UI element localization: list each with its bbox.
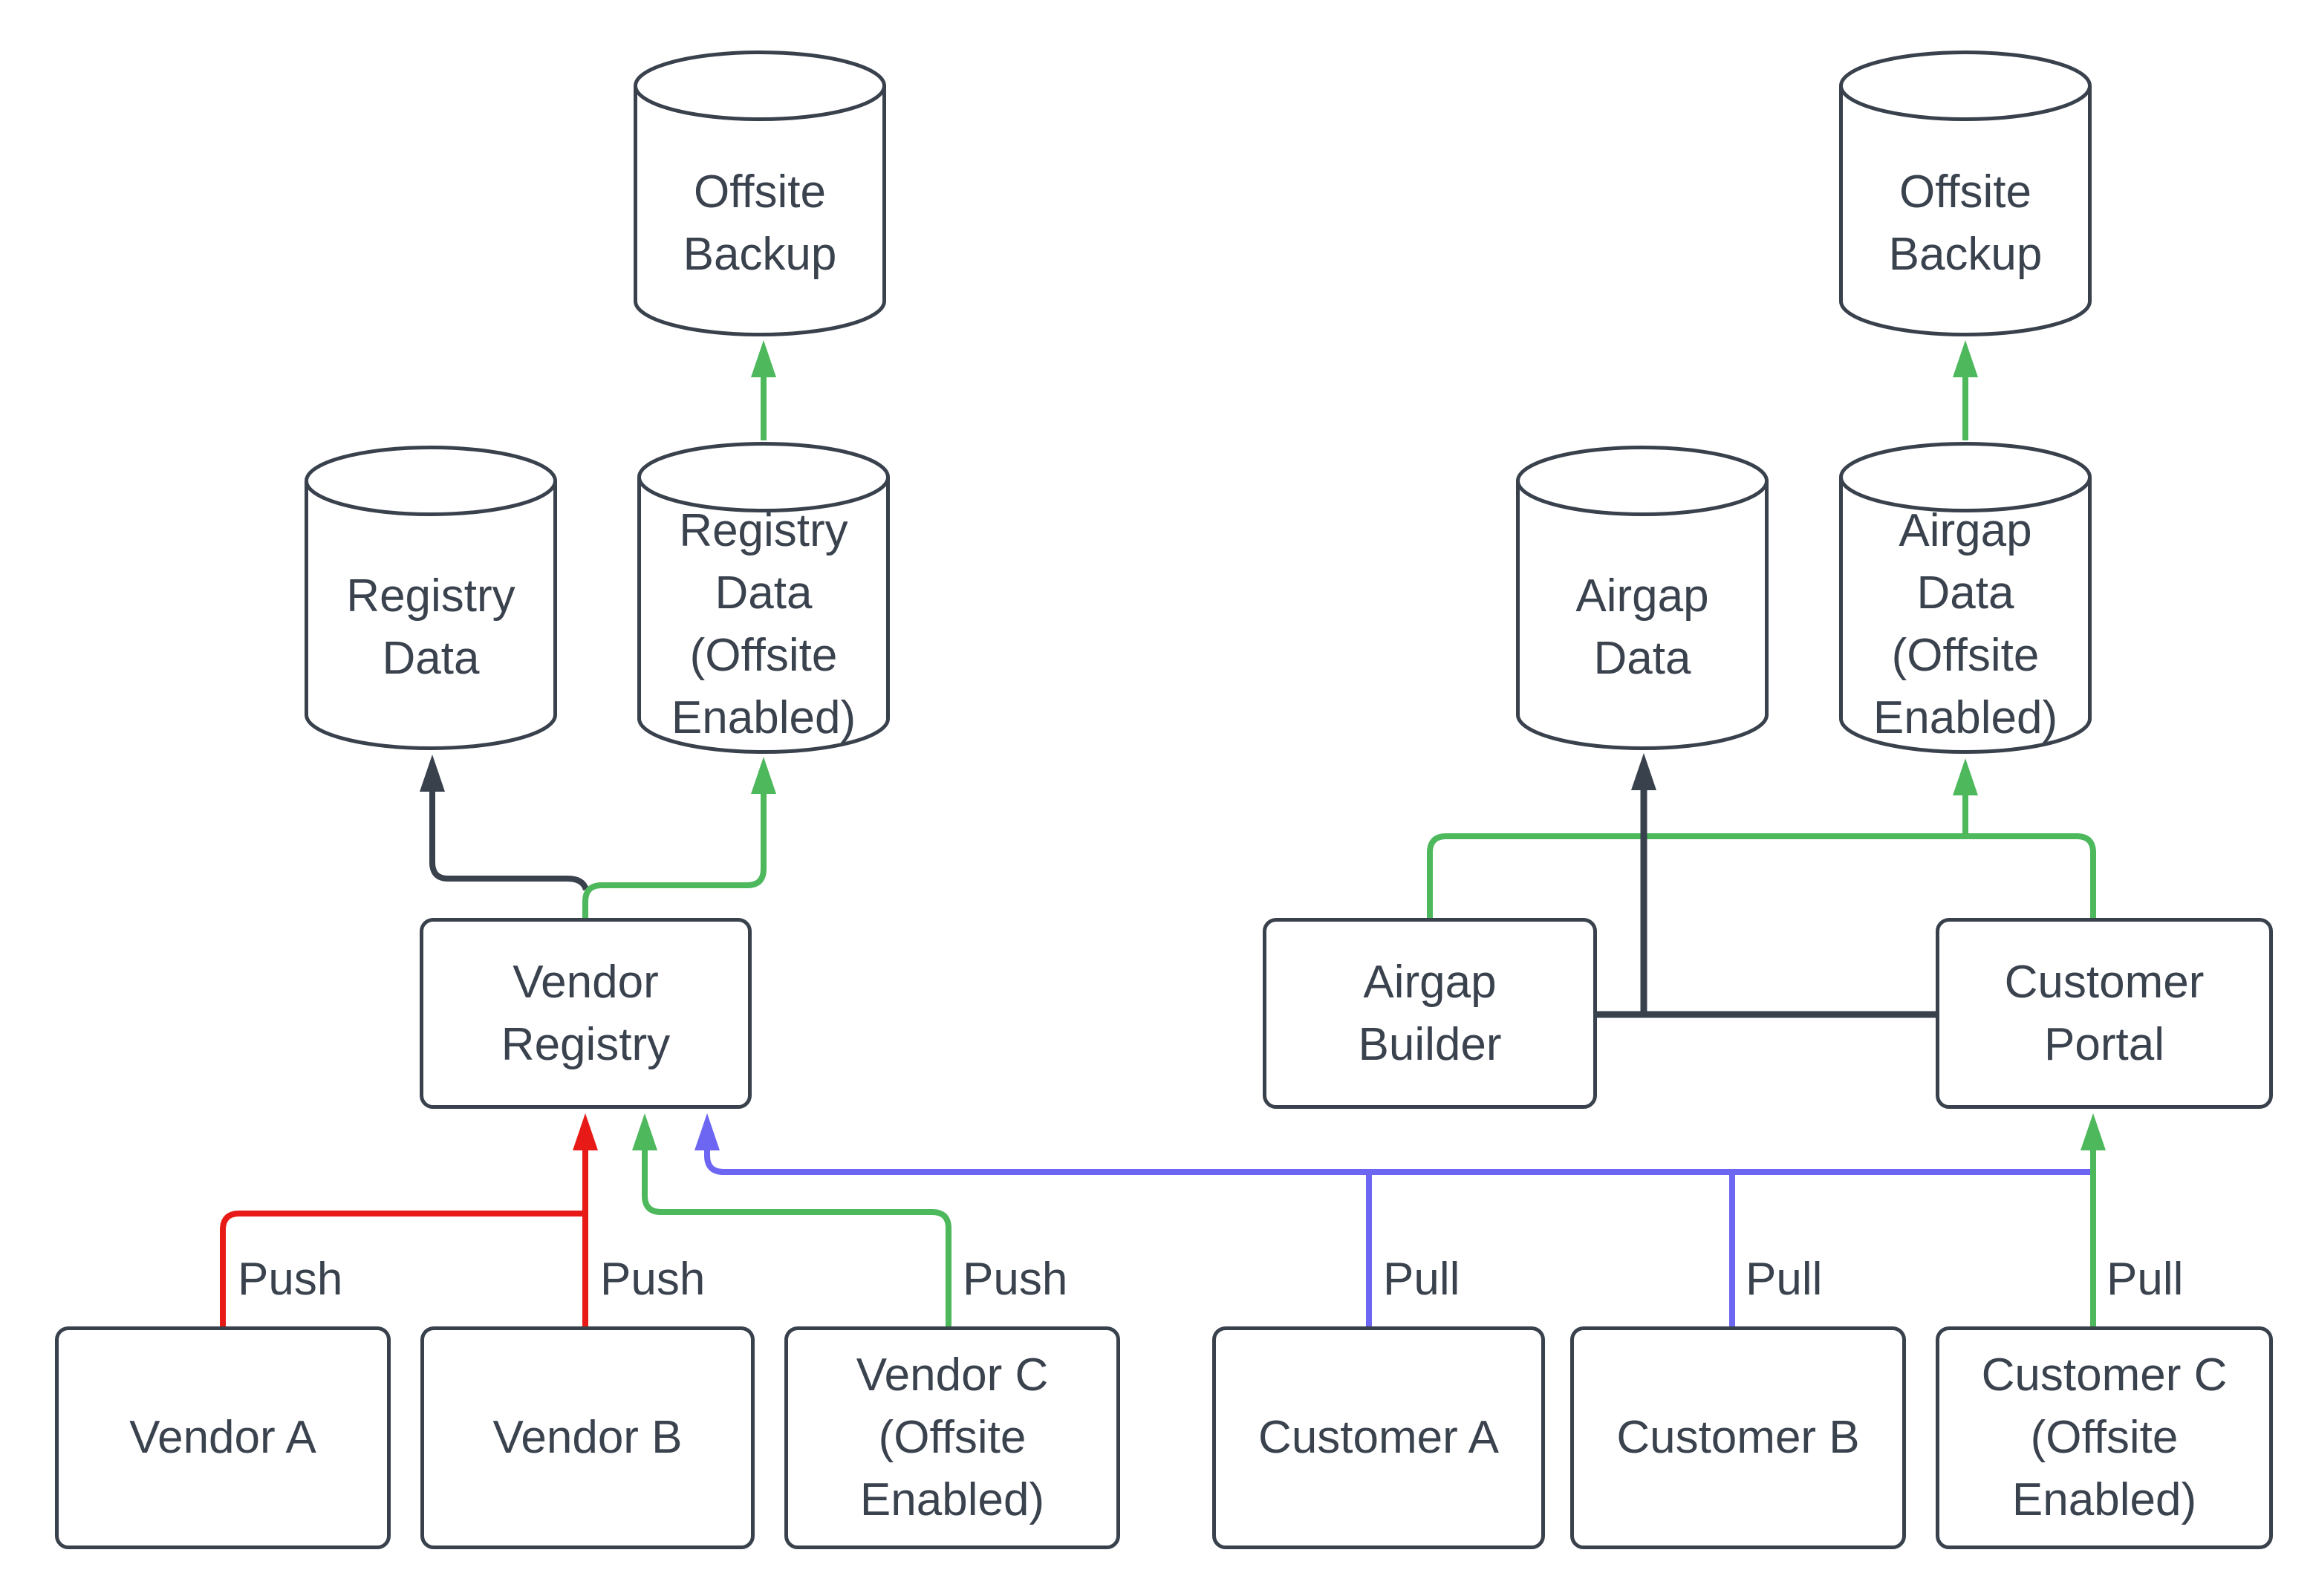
cylinder-offsite-backup-right: Offsite Backup (1839, 51, 2092, 336)
edge-registry-offsite-store (582, 757, 776, 918)
edge-builder-portal-offsite (1427, 758, 2096, 918)
arrowhead-green (751, 340, 776, 377)
node-label: Customer (2004, 956, 2205, 1008)
cylinder-label: Data (1593, 633, 1691, 684)
cylinder-label: Registry (346, 570, 515, 622)
arrowhead-red (573, 1113, 598, 1150)
node-label: Builder (1358, 1018, 1502, 1070)
cylinder-label: Data (1916, 567, 2014, 619)
cylinder-label: Offsite (693, 166, 827, 218)
arrowhead-green (1953, 340, 1978, 377)
node-label: Customer B (1616, 1412, 1860, 1463)
node-label: (Offsite (2030, 1412, 2179, 1463)
node-label: Registry (501, 1018, 671, 1070)
node-label: Portal (2044, 1018, 2164, 1070)
cylinder-label: Data (382, 633, 480, 684)
node-label: Customer A (1258, 1412, 1499, 1463)
arrowhead-dark (1631, 753, 1656, 790)
node-label: Vendor C (856, 1349, 1049, 1401)
edge-label-push-vendor-a: Push (238, 1254, 343, 1305)
cylinder-label: Registry (679, 505, 848, 556)
arrowhead-green (2081, 1113, 2106, 1150)
edge-label-push-vendor-b: Push (600, 1254, 706, 1305)
node-label: Customer C (1981, 1349, 2228, 1401)
node-customer-b: Customer B (1570, 1326, 1906, 1549)
edge-label-pull-customer-c: Pull (2107, 1254, 2184, 1305)
arrowhead-green (1953, 758, 1978, 795)
node-label: Enabled) (859, 1474, 1045, 1525)
edge-vendor-c-push (632, 1113, 951, 1326)
arrowhead-dark (420, 755, 445, 792)
node-airgap-builder: Airgap Builder (1263, 918, 1597, 1109)
cylinder-label: (Offsite (1891, 630, 2040, 681)
cylinder-label: Enabled) (671, 692, 856, 743)
node-label: Enabled) (2011, 1474, 2197, 1525)
node-customer-portal: Customer Portal (1936, 918, 2273, 1109)
cylinder-label: Airgap (1899, 505, 2032, 556)
edge-builder-portal-airgap (1597, 753, 1936, 1018)
edge-registry-offsite-backup (751, 340, 776, 440)
cylinder-registry-data-offsite: Registry Data (Offsite Enabled) (637, 442, 890, 754)
arrowhead-blue (694, 1113, 720, 1150)
node-label: Vendor A (129, 1412, 316, 1463)
node-vendor-a: Vendor A (55, 1326, 391, 1549)
cylinder-label: Airgap (1575, 570, 1709, 622)
edge-customer-a-b-pull (694, 1113, 2090, 1326)
cylinder-label: Enabled) (1873, 692, 2058, 743)
edge-label-push-vendor-c: Push (963, 1254, 1068, 1305)
cylinder-label: Data (715, 567, 813, 619)
node-customer-a: Customer A (1212, 1326, 1545, 1549)
node-label: Vendor B (492, 1412, 683, 1463)
node-label: (Offsite (878, 1412, 1027, 1463)
node-vendor-c: Vendor C (Offsite Enabled) (784, 1326, 1120, 1549)
cylinder-registry-data: Registry Data (305, 446, 557, 750)
edge-vendor-a-b-push (220, 1113, 598, 1326)
node-label: Airgap (1363, 956, 1497, 1008)
edge-label-pull-customer-a: Pull (1383, 1254, 1460, 1305)
arrowhead-green (632, 1113, 657, 1150)
cylinder-offsite-backup-left: Offsite Backup (634, 51, 886, 336)
node-vendor-b: Vendor B (420, 1326, 755, 1549)
cylinder-label: Backup (683, 228, 837, 280)
arrowhead-green (751, 757, 776, 794)
node-customer-c: Customer C (Offsite Enabled) (1936, 1326, 2273, 1549)
edge-label-pull-customer-b: Pull (1746, 1254, 1823, 1305)
edge-customer-c-pull (2081, 1113, 2106, 1326)
node-vendor-registry: Vendor Registry (420, 918, 752, 1109)
cylinder-label: Backup (1888, 228, 2043, 280)
cylinder-label: Offsite (1899, 166, 2032, 218)
node-label: Vendor (513, 956, 659, 1008)
edge-registry-store (420, 755, 589, 891)
cylinder-airgap-data-offsite: Airgap Data (Offsite Enabled) (1839, 442, 2092, 754)
cylinder-label: (Offsite (689, 630, 838, 681)
edge-airgap-offsite-backup (1953, 340, 1978, 440)
cylinder-airgap-data: Airgap Data (1516, 446, 1769, 750)
